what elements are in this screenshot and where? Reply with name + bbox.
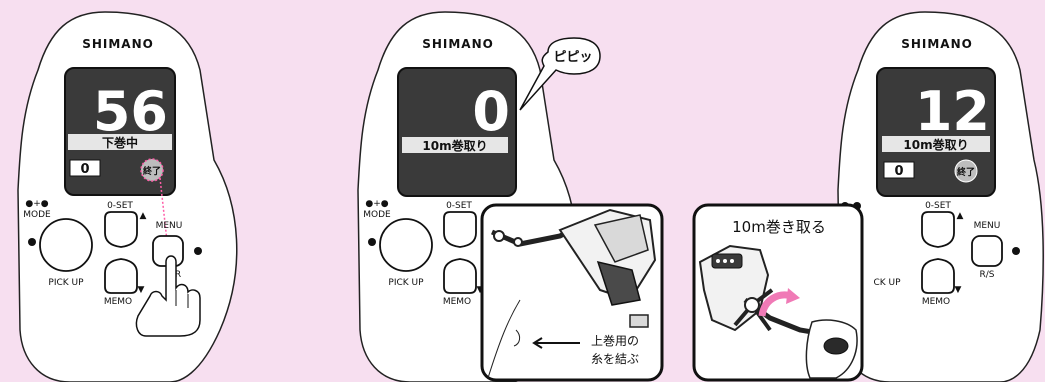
counter-value-2: 0 — [472, 80, 510, 143]
mode-label-1: MODE — [23, 210, 51, 220]
dot-right-3 — [1012, 247, 1020, 255]
dot-right-1 — [194, 247, 202, 255]
up-arrow-icon-3: ▲ — [957, 211, 964, 221]
brand-logo-2: SHIMANO — [422, 37, 494, 51]
up-arrow-icon-1: ▲ — [140, 211, 147, 221]
zero-set-label-1: 0-SET — [107, 201, 133, 211]
brand-logo-3: SHIMANO — [901, 37, 973, 51]
inset-wind: 10m巻き取る — [692, 203, 864, 382]
status-bar-2 — [402, 137, 508, 153]
menu-partial-label-1: R — [175, 270, 181, 280]
status-bar-1 — [68, 134, 172, 150]
dot-left-2 — [368, 238, 376, 246]
mode-symbol-1: ●+● — [25, 199, 48, 209]
pick-up-label-3: CK UP — [873, 278, 901, 288]
lcd-screen-2 — [397, 67, 517, 197]
counter-value-1: 56 — [93, 80, 168, 143]
speech-bubble — [519, 37, 601, 111]
down-arrow-icon-2: ▼ — [477, 285, 484, 295]
panel-3: SHIMANO 12 10m巻取り 0 終了 CK UP 0-SET ▲ ▼ M… — [837, 11, 1044, 382]
zero-box-value-3: 0 — [894, 164, 903, 179]
panel-1: SHIMANO 56 下巻中 0 終了 ●+● MODE PICK UP 0-S… — [17, 11, 238, 382]
end-badge-text-3: 終了 — [957, 166, 975, 178]
end-badge-text-1: 終了 — [143, 165, 161, 177]
memo-label-1: MEMO — [104, 297, 132, 307]
zero-set-button-1[interactable] — [104, 211, 138, 248]
status-text-2: 10m巻取り — [422, 138, 487, 153]
zero-set-label-2: 0-SET — [446, 201, 472, 211]
end-badge-1[interactable] — [140, 158, 164, 182]
memo-label-3: MEMO — [922, 297, 950, 307]
finger-hand-icon — [135, 255, 201, 337]
pick-up-label-1: PICK UP — [48, 278, 84, 288]
line-tip-mark — [513, 329, 521, 347]
menu-label-3: MENU — [974, 221, 1001, 231]
zero-set-button-3[interactable] — [921, 211, 955, 248]
tie-line-text-1: 上巻用の — [591, 334, 639, 348]
rotate-arrow-head — [786, 288, 800, 304]
mode-symbol-2: ●+● — [365, 199, 388, 209]
pick-up-label-2: PICK UP — [388, 278, 424, 288]
reel-arm-illustration — [491, 208, 657, 328]
zero-set-label-3: 0-SET — [925, 201, 951, 211]
dot-left-1 — [28, 238, 36, 246]
down-arrow-icon-3: ▼ — [955, 285, 962, 295]
panel-2: SHIMANO 0 10m巻取り ピピッ ●+● MODE PICK UP 0-… — [357, 11, 664, 382]
brand-logo: SHIMANO — [82, 37, 154, 51]
memo-button-1[interactable] — [104, 258, 138, 294]
zero-box-1 — [69, 159, 101, 177]
memo-label-2: MEMO — [443, 297, 471, 307]
mode-label-2: MODE — [363, 210, 391, 220]
tie-line-text-2: 糸を結ぶ — [591, 352, 639, 366]
status-bar-3 — [882, 136, 990, 152]
zero-set-button-2[interactable] — [443, 211, 477, 248]
beep-text: ピピッ — [553, 50, 592, 65]
status-text-3: 10m巻取り — [903, 137, 968, 152]
menu-label-1: MENU — [156, 221, 183, 231]
memo-button-2[interactable] — [443, 258, 477, 294]
rs-label-3: R/S — [980, 270, 995, 280]
status-text-1: 下巻中 — [102, 135, 138, 150]
end-badge-3[interactable] — [954, 159, 978, 183]
pick-up-button-1[interactable] — [39, 218, 93, 272]
fishing-line — [487, 299, 521, 379]
reel-winding-illustration — [698, 244, 858, 379]
zero-box-value-1: 0 — [80, 162, 89, 177]
zero-box-3 — [883, 161, 915, 179]
wind-title: 10m巻き取る — [732, 218, 826, 236]
pick-up-button-2[interactable] — [379, 218, 433, 272]
menu-button-3[interactable] — [971, 235, 1003, 267]
down-arrow-icon-1: ▼ — [138, 285, 145, 295]
memo-button-3[interactable] — [921, 258, 955, 294]
counter-value-3: 12 — [915, 80, 990, 143]
arrow-left-icon — [532, 337, 580, 349]
